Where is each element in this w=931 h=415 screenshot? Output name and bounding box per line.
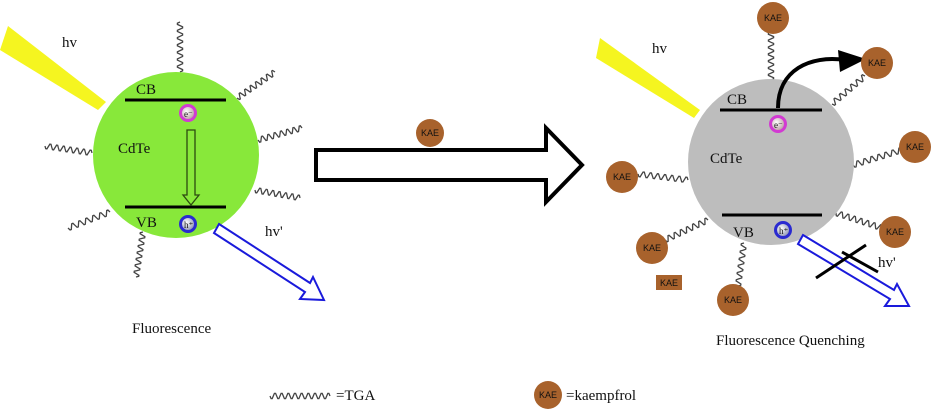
tga-tail <box>835 211 883 230</box>
tga-tail <box>176 21 184 73</box>
hv-prime-label: hv' <box>878 255 896 271</box>
kae-molecule <box>606 161 638 193</box>
electron-transfer-arrowhead <box>838 50 866 72</box>
tga-ligands <box>44 21 903 287</box>
kae-symbol <box>534 381 562 409</box>
cb-label: CB <box>136 82 156 98</box>
right-panel: hv CB CdTe VB e-e⁻ h+h⁺ hv' KAEKAEKAEKAE… <box>596 2 931 349</box>
tga-tail <box>236 69 276 101</box>
tga-tail <box>269 392 331 400</box>
kae-molecule <box>717 284 749 316</box>
kae-label: KAE <box>906 142 924 152</box>
caption-fluorescence: Fluorescence <box>132 321 211 337</box>
light-beam <box>596 38 700 118</box>
svg-text:e⁻: e⁻ <box>184 109 193 119</box>
tga-tail <box>831 74 866 106</box>
kae-molecule <box>416 119 444 147</box>
vb-label: VB <box>136 215 157 231</box>
hv-label: hv <box>62 35 78 51</box>
tga-tail <box>767 31 775 81</box>
left-panel: hv CB CdTe VB e-e⁻ h+h⁺ hv' Fluorescence <box>0 26 326 337</box>
electron: e-e⁻ <box>769 115 787 133</box>
kae-label: KAE <box>868 58 886 68</box>
cb-label: CB <box>727 92 747 108</box>
particle-label: CdTe <box>118 141 151 157</box>
tga-tail <box>44 143 93 156</box>
tga-tail <box>637 171 689 183</box>
kae-molecule <box>636 232 668 264</box>
vb-label: VB <box>733 225 754 241</box>
svg-text:h⁺: h⁺ <box>184 220 194 230</box>
free-kae-label: KAE <box>660 278 678 288</box>
hole: h+h⁺ <box>774 221 792 239</box>
kae-label: KAE <box>643 243 661 253</box>
kae-molecules: KAE KAE KAE KAE KAE KAE KAE <box>606 2 931 316</box>
kae-label: KAE <box>421 128 439 138</box>
emission-arrow <box>212 222 326 302</box>
legend-tga: =TGA <box>336 388 375 404</box>
svg-text:e⁻: e⁻ <box>774 120 783 130</box>
kae-label: KAE <box>764 13 782 23</box>
hv-prime-label: hv' <box>265 224 283 240</box>
kae-molecule <box>757 2 789 34</box>
tga-tail <box>664 217 709 243</box>
free-kae <box>656 275 682 290</box>
electron: e-e⁻ <box>179 104 197 122</box>
caption-quenching: Fluorescence Quenching <box>716 333 865 349</box>
kae-molecule <box>861 47 893 79</box>
kae-molecule <box>899 131 931 163</box>
tga-tail <box>133 231 146 278</box>
kae-symbol-label: KAE <box>539 390 557 400</box>
tga-tail <box>735 242 747 287</box>
tga-tail <box>67 209 111 231</box>
light-beam <box>0 26 106 110</box>
transition: KAE <box>314 119 585 207</box>
svg-text:h⁺: h⁺ <box>779 226 789 236</box>
legend-kae: =kaempfrol <box>566 388 636 404</box>
tga-tail <box>852 147 903 168</box>
tga-symbol <box>269 392 331 400</box>
blocked-emission-arrow <box>796 233 911 307</box>
tga-tail <box>254 187 301 201</box>
legend: =TGA KAE =kaempfrol <box>269 381 636 409</box>
kae-label: KAE <box>724 295 742 305</box>
hole: h+h⁺ <box>179 215 197 233</box>
kae-molecule <box>879 216 911 248</box>
particle-label: CdTe <box>710 151 743 167</box>
cdte-particle-fluorescent <box>93 72 259 238</box>
blocked-mark <box>815 243 879 280</box>
hv-label: hv <box>652 41 668 57</box>
tga-tail <box>257 125 303 143</box>
cdte-particle-quenched <box>688 79 854 245</box>
big-arrow <box>314 123 585 207</box>
recombination-arrow <box>181 129 201 207</box>
kae-label: KAE <box>613 172 631 182</box>
kae-label: KAE <box>886 227 904 237</box>
electron-transfer-arrow <box>776 57 846 109</box>
